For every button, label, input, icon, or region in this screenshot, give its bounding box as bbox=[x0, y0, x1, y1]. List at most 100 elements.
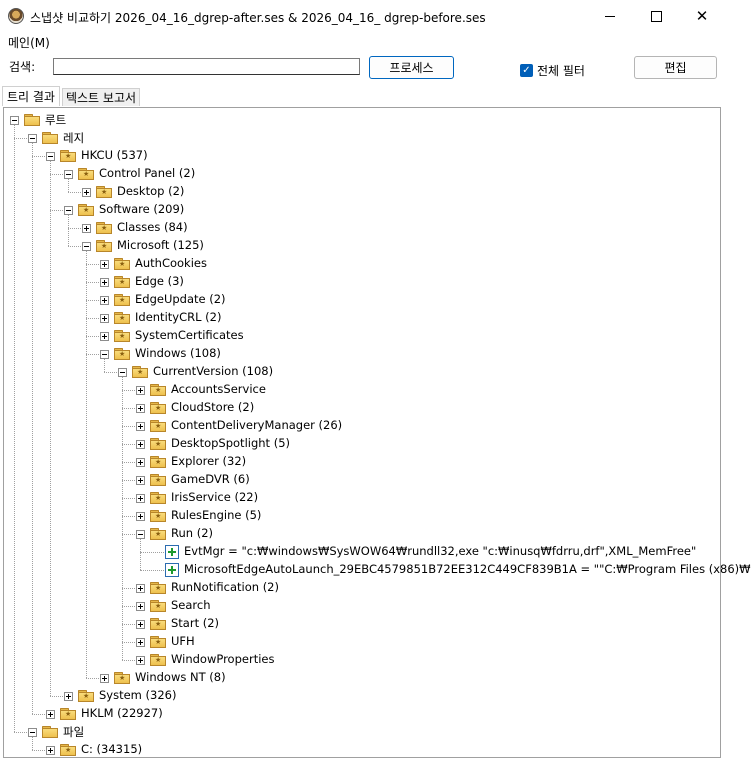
tree-node[interactable]: ★System (326) bbox=[4, 687, 720, 705]
collapse-icon[interactable] bbox=[118, 368, 127, 377]
tree-node[interactable]: ★Edge (3) bbox=[4, 273, 720, 291]
menu-bar: 메인(M) bbox=[0, 32, 725, 52]
tree-node[interactable]: ★AccountsService bbox=[4, 381, 720, 399]
tree-node[interactable]: 루트 bbox=[4, 111, 720, 129]
collapse-icon[interactable] bbox=[64, 206, 73, 215]
tree-node[interactable]: ★SystemCertificates bbox=[4, 327, 720, 345]
expand-icon[interactable] bbox=[136, 602, 145, 611]
tree-node[interactable]: ★CurrentVersion (108) bbox=[4, 363, 720, 381]
search-input[interactable] bbox=[53, 58, 360, 75]
tree-node[interactable]: EvtMgr = "c:₩windows₩SysWOW64₩rundll32,e… bbox=[4, 543, 720, 561]
tree-node[interactable]: ★Search bbox=[4, 597, 720, 615]
tree-node[interactable]: ★CloudStore (2) bbox=[4, 399, 720, 417]
tree-node-label: Edge (3) bbox=[135, 274, 184, 288]
close-button[interactable]: ✕ bbox=[679, 0, 725, 32]
menu-main[interactable]: 메인(M) bbox=[8, 36, 50, 50]
collapse-icon[interactable] bbox=[82, 242, 91, 251]
tree-guide-line bbox=[32, 737, 33, 750]
tree-node[interactable]: ★AuthCookies bbox=[4, 255, 720, 273]
expand-icon[interactable] bbox=[64, 692, 73, 701]
maximize-button[interactable] bbox=[633, 0, 679, 32]
tree-node[interactable]: ★Software (209) bbox=[4, 201, 720, 219]
expand-icon[interactable] bbox=[100, 260, 109, 269]
expand-icon[interactable] bbox=[136, 476, 145, 485]
expand-icon[interactable] bbox=[82, 224, 91, 233]
expand-icon[interactable] bbox=[136, 494, 145, 503]
collapse-icon[interactable] bbox=[64, 170, 73, 179]
tree-node-label: DesktopSpotlight (5) bbox=[171, 436, 291, 450]
tree-node[interactable]: ★DesktopSpotlight (5) bbox=[4, 435, 720, 453]
expand-icon[interactable] bbox=[136, 386, 145, 395]
tree-node[interactable]: ★HKLM (22927) bbox=[4, 705, 720, 723]
minimize-button[interactable] bbox=[587, 0, 633, 32]
expand-icon[interactable] bbox=[100, 278, 109, 287]
tree-node[interactable]: ★Start (2) bbox=[4, 615, 720, 633]
tree-node[interactable]: ★Explorer (32) bbox=[4, 453, 720, 471]
registry-folder-icon: ★ bbox=[150, 510, 166, 522]
expand-icon[interactable] bbox=[82, 188, 91, 197]
expand-icon[interactable] bbox=[136, 512, 145, 521]
expand-icon[interactable] bbox=[46, 710, 55, 719]
expand-icon[interactable] bbox=[136, 620, 145, 629]
expand-icon[interactable] bbox=[46, 746, 55, 755]
tree-node-label: RunNotification (2) bbox=[171, 580, 279, 594]
tree-node[interactable]: ★Windows (108) bbox=[4, 345, 720, 363]
tree-node-label: 레지 bbox=[63, 131, 85, 145]
tree-node[interactable]: ★Run (2) bbox=[4, 525, 720, 543]
title-bar: 스냅샷 비교하기 2026_04_16_dgrep-after.ses & 20… bbox=[0, 0, 725, 32]
maximize-icon bbox=[650, 10, 662, 22]
expand-icon[interactable] bbox=[136, 638, 145, 647]
expand-icon[interactable] bbox=[136, 584, 145, 593]
expand-icon[interactable] bbox=[136, 656, 145, 665]
tree-node[interactable]: ★Microsoft (125) bbox=[4, 237, 720, 255]
tree-node[interactable]: ★Control Panel (2) bbox=[4, 165, 720, 183]
tree-node[interactable]: ★ContentDeliveryManager (26) bbox=[4, 417, 720, 435]
tree-node[interactable]: ★Classes (84) bbox=[4, 219, 720, 237]
full-filter-checkbox[interactable]: ✓ bbox=[520, 64, 533, 77]
tree-node[interactable]: ★UFH bbox=[4, 633, 720, 651]
collapse-icon[interactable] bbox=[100, 350, 109, 359]
expand-icon[interactable] bbox=[136, 458, 145, 467]
collapse-icon[interactable] bbox=[28, 728, 37, 737]
tree-guide-line bbox=[86, 678, 99, 679]
registry-folder-icon: ★ bbox=[150, 600, 166, 612]
collapse-icon[interactable] bbox=[28, 134, 37, 143]
tree-node[interactable]: 파일 bbox=[4, 723, 720, 741]
expand-icon[interactable] bbox=[100, 296, 109, 305]
collapse-icon[interactable] bbox=[136, 530, 145, 539]
tree-guide-line bbox=[14, 138, 27, 139]
process-button[interactable]: 프로세스 bbox=[369, 56, 454, 79]
tree-node[interactable]: ★Desktop (2) bbox=[4, 183, 720, 201]
tree-node[interactable]: ★EdgeUpdate (2) bbox=[4, 291, 720, 309]
collapse-icon[interactable] bbox=[46, 152, 55, 161]
tree-node[interactable]: ★C: (34315) bbox=[4, 741, 720, 759]
registry-folder-icon: ★ bbox=[114, 294, 130, 306]
tree-node[interactable]: ★RunNotification (2) bbox=[4, 579, 720, 597]
expand-icon[interactable] bbox=[136, 422, 145, 431]
expand-icon[interactable] bbox=[100, 314, 109, 323]
tree-node[interactable]: ★IrisService (22) bbox=[4, 489, 720, 507]
tree-node[interactable]: ★WindowProperties bbox=[4, 651, 720, 669]
full-filter-label[interactable]: 전체 필터 bbox=[537, 64, 585, 78]
collapse-icon[interactable] bbox=[10, 116, 19, 125]
tree-node-label: System (326) bbox=[99, 688, 177, 702]
tree-node[interactable]: ★RulesEngine (5) bbox=[4, 507, 720, 525]
tree-node[interactable]: ★HKCU (537) bbox=[4, 147, 720, 165]
close-icon: ✕ bbox=[695, 6, 709, 25]
tab-tree-results[interactable]: 트리 결과 bbox=[2, 86, 60, 106]
tree-node[interactable]: 레지 bbox=[4, 129, 720, 147]
expand-icon[interactable] bbox=[100, 332, 109, 341]
expand-icon[interactable] bbox=[136, 404, 145, 413]
edit-button[interactable]: 편집 bbox=[634, 56, 717, 79]
expand-icon[interactable] bbox=[100, 674, 109, 683]
tab-text-report[interactable]: 텍스트 보고서 bbox=[62, 88, 140, 106]
tree-node[interactable]: ★Windows NT (8) bbox=[4, 669, 720, 687]
expand-icon[interactable] bbox=[136, 440, 145, 449]
tree-node[interactable]: MicrosoftEdgeAutoLaunch_29EBC4579851B72E… bbox=[4, 561, 751, 579]
tree-node[interactable]: ★GameDVR (6) bbox=[4, 471, 720, 489]
tree-node-label: WindowProperties bbox=[171, 652, 275, 666]
registry-folder-icon: ★ bbox=[114, 672, 130, 684]
tree-node[interactable]: ★IdentityCRL (2) bbox=[4, 309, 720, 327]
tree-guide-line bbox=[68, 215, 69, 246]
